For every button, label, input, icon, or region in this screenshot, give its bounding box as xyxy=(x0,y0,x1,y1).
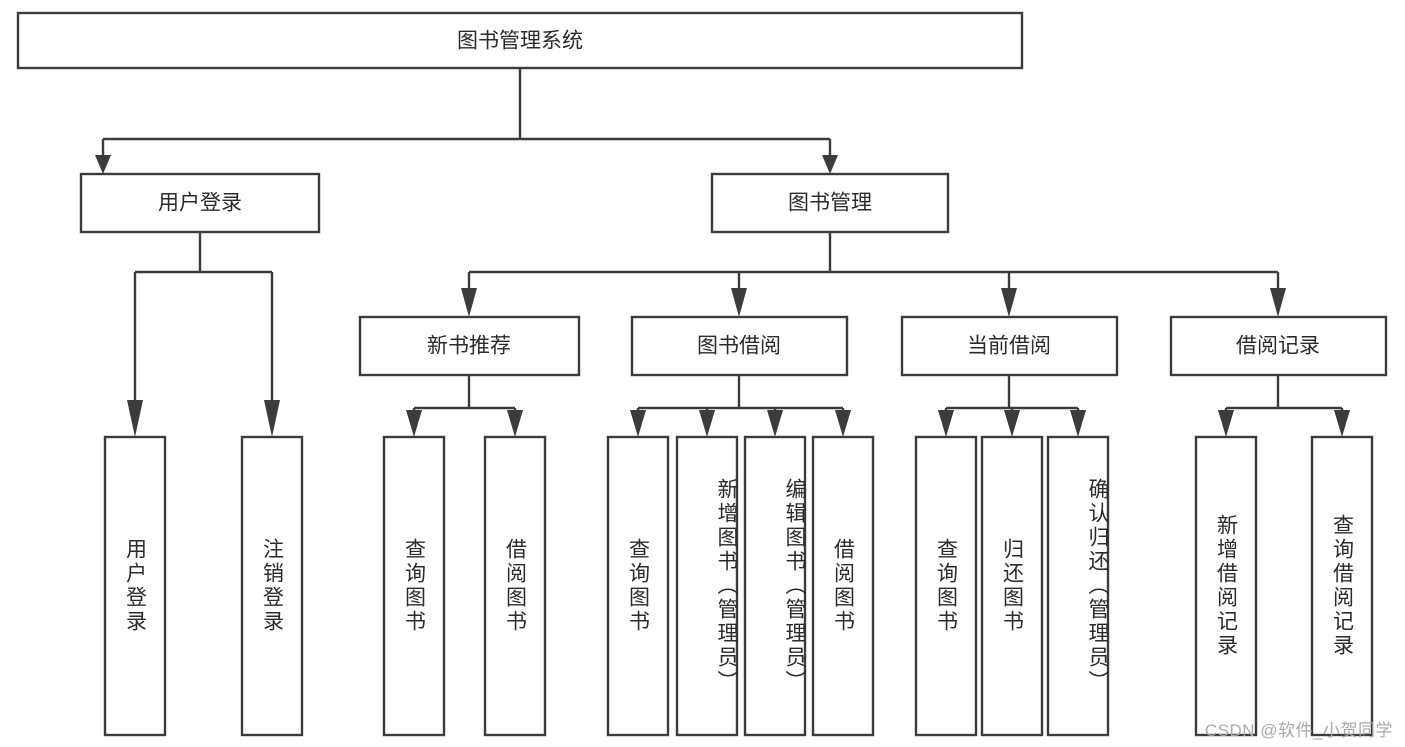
node-root[interactable] xyxy=(16,11,1024,70)
arrowhead-leaf-return-book xyxy=(1004,410,1020,437)
node-leaf-query-record[interactable] xyxy=(1310,435,1374,737)
arrowhead-borrow-record xyxy=(1270,288,1286,317)
node-leaf-borrow-book-1[interactable] xyxy=(483,435,547,737)
node-leaf-edit-book[interactable] xyxy=(743,435,807,737)
connector-group-borrow-record xyxy=(1218,375,1350,437)
node-leaf-add-book[interactable] xyxy=(675,435,739,737)
node-user-login[interactable] xyxy=(79,172,321,234)
arrowhead-leaf-borrow-book-2 xyxy=(835,410,851,437)
node-leaf-user-login[interactable] xyxy=(103,435,167,737)
node-borrow-record-label: 借阅记录 xyxy=(1236,335,1320,358)
node-root-label: 图书管理系统 xyxy=(457,30,583,53)
arrowhead-user-login xyxy=(95,155,111,174)
node-leaf-query-book-2[interactable] xyxy=(606,435,670,737)
arrowhead-current-borrow xyxy=(1001,288,1017,317)
arrowhead-book-borrow xyxy=(731,288,747,317)
node-book-manage[interactable] xyxy=(710,172,950,234)
node-user-login-label: 用户登录 xyxy=(158,192,242,215)
arrowhead-new-book-recommend xyxy=(461,288,477,317)
node-new-book-recommend[interactable] xyxy=(358,315,581,377)
node-current-borrow[interactable] xyxy=(900,315,1119,377)
node-new-book-recommend-label: 新书推荐 xyxy=(427,335,511,358)
node-book-borrow-label: 图书借阅 xyxy=(697,335,781,358)
node-current-borrow-label: 当前借阅 xyxy=(967,335,1051,358)
arrowhead-leaf-confirm-return xyxy=(1070,410,1086,437)
node-leaf-confirm-return[interactable] xyxy=(1046,435,1110,737)
arrowhead-leaf-query-book-3 xyxy=(938,410,954,437)
connector-group-current-borrow xyxy=(938,375,1086,437)
arrowhead-book-manage xyxy=(822,155,838,174)
node-book-manage-label: 图书管理 xyxy=(788,192,872,215)
node-leaf-borrow-book-2[interactable] xyxy=(811,435,875,737)
arrowhead-leaf-query-record xyxy=(1334,410,1350,437)
connector-group-new-book-recommend xyxy=(406,375,523,437)
arrowhead-leaf-edit-book xyxy=(767,410,783,437)
connector-group-root xyxy=(95,68,838,174)
node-leaf-add-record[interactable] xyxy=(1194,435,1258,737)
arrowhead-leaf-add-record xyxy=(1218,410,1234,437)
node-leaf-return-book[interactable] xyxy=(980,435,1044,737)
arrowhead-leaf-borrow-book-1 xyxy=(507,410,523,437)
connector-group-book-manage xyxy=(461,232,1286,317)
connector-group-user-login xyxy=(127,232,280,437)
connector-group-book-borrow xyxy=(630,375,851,437)
node-borrow-record[interactable] xyxy=(1169,315,1388,377)
arrowhead-leaf-add-book xyxy=(699,410,715,437)
watermark-label: CSDN @软件_小贺同学 xyxy=(1204,721,1393,740)
arrowhead-leaf-user-login xyxy=(127,400,143,437)
node-leaf-query-book-3[interactable] xyxy=(914,435,978,737)
node-leaf-query-book-1[interactable] xyxy=(382,435,446,737)
arrowhead-leaf-user-logout xyxy=(264,400,280,437)
arrowhead-leaf-query-book-2 xyxy=(630,410,646,437)
arrowhead-leaf-query-book-1 xyxy=(406,410,422,437)
node-book-borrow[interactable] xyxy=(630,315,849,377)
node-leaf-user-logout[interactable] xyxy=(240,435,304,737)
